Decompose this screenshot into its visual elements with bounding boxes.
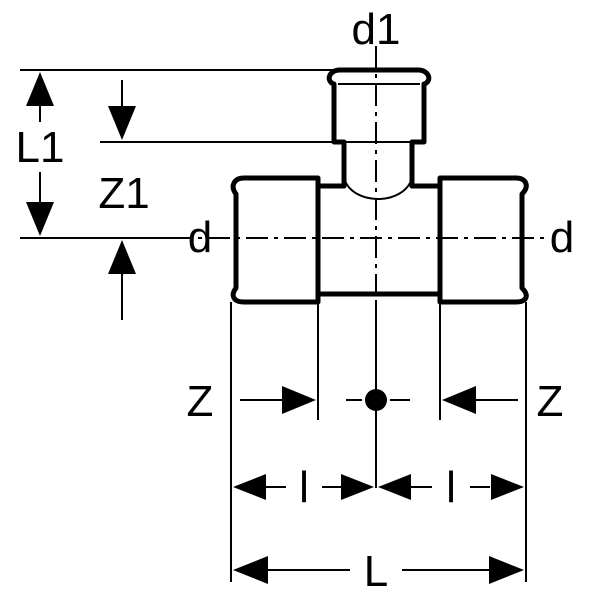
l-right-arrow-end: [491, 474, 524, 500]
label-d-left: d: [188, 213, 212, 262]
label-l-left: l: [299, 463, 309, 512]
label-l-overall: L: [364, 547, 388, 596]
tee-body: [230, 67, 529, 305]
l-right-arrow-start: [378, 474, 411, 500]
z1-arrow-down: [108, 106, 136, 140]
label-z1: Z1: [98, 169, 149, 218]
label-z-left: Z: [187, 377, 214, 426]
right-socket: [437, 175, 529, 305]
overall-arrow-right: [489, 556, 524, 584]
overall-l-dimension: [233, 556, 524, 584]
branch-outlet: [326, 67, 432, 189]
label-l1: L1: [16, 123, 65, 172]
overall-arrow-left: [233, 556, 268, 584]
z-dimensions: [240, 386, 518, 414]
z1-arrow-up: [108, 240, 136, 274]
label-d1: d1: [352, 5, 401, 54]
l-left-arrow-end: [341, 474, 374, 500]
z-left-arrow: [282, 386, 316, 414]
label-l-right: l: [446, 463, 456, 512]
l-dimensions: [233, 474, 524, 500]
l1-dimension: [26, 72, 54, 236]
center-run: [315, 183, 443, 297]
l-left-arrow-start: [233, 474, 266, 500]
label-z-right: Z: [537, 377, 564, 426]
z-right-arrow: [442, 386, 476, 414]
l1-arrow-down: [26, 202, 54, 236]
z1-dimension: [108, 80, 136, 320]
branch-crotch-curve: [343, 177, 413, 200]
label-d-right: d: [550, 213, 574, 262]
center-point-dot: [365, 389, 387, 411]
l1-arrow-up: [26, 72, 54, 106]
left-socket: [230, 175, 321, 305]
